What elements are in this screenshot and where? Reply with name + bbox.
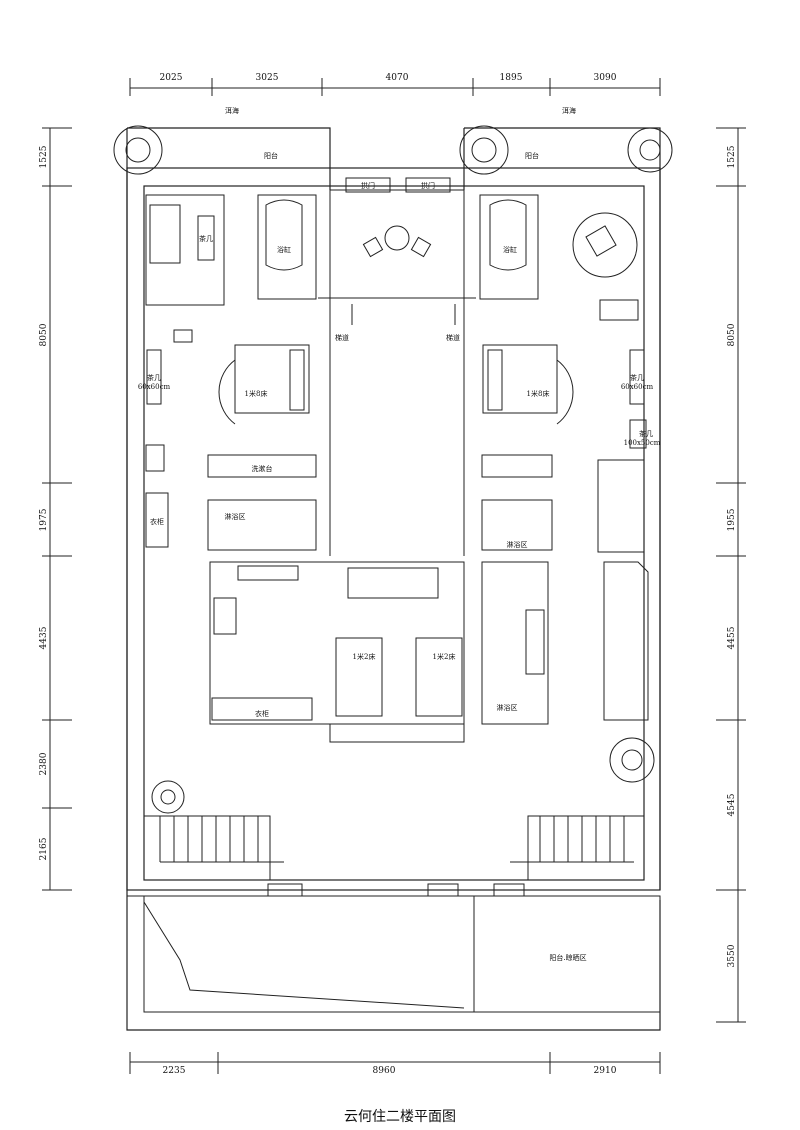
- label-small-item-right: 茶几: [639, 429, 653, 438]
- dim-bottom-3: 2910: [594, 1066, 617, 1076]
- label-stair-left: 梯道: [335, 333, 349, 342]
- right-corridor: [603, 561, 649, 721]
- dim-right-2: 8050: [727, 323, 737, 346]
- label-balcony-drying: 阳台.晾晒区: [549, 953, 586, 962]
- label-tea-table: 茶几: [199, 234, 213, 243]
- left-dimension-values: 1525 8050 1975 4435 2380 2165: [39, 145, 49, 860]
- label-small-tea-right-size: 60x60cm: [621, 383, 654, 391]
- label-small-tea-left: 茶几: [147, 373, 161, 382]
- room-labels: 洱海 洱海 阳台 阳台 拱门 拱门 茶几 浴缸 浴缸 梯道 梯道 1米8床 1米…: [138, 106, 661, 962]
- dim-left-5: 2380: [39, 752, 49, 775]
- outer-walls: [126, 127, 661, 1031]
- label-sea-left: 洱海: [225, 106, 239, 115]
- dim-left-4: 4435: [39, 626, 49, 649]
- top-dimension-line: [129, 78, 661, 96]
- dim-top-3: 4070: [386, 73, 409, 83]
- dim-right-1: 1525: [727, 145, 737, 168]
- label-balcony-right: 阳台: [525, 151, 539, 160]
- right-dimension-values: 1525 8050 1955 4455 4545 3550: [727, 145, 737, 967]
- label-small-item-right-size: 100x50cm: [624, 439, 661, 447]
- stairs-left: [143, 815, 284, 881]
- label-bed-twin-2: 1米2床: [433, 652, 456, 661]
- label-arch-door-1: 拱门: [361, 181, 375, 190]
- label-wardrobe-2: 衣柜: [255, 709, 269, 718]
- label-shower-1: 淋浴区: [225, 512, 246, 521]
- right-suite: [479, 194, 647, 553]
- bottom-dimension-values: 2235 8960 2910: [163, 1066, 617, 1076]
- bottom-terrace: [127, 895, 661, 1013]
- twin-room: [209, 561, 549, 743]
- label-shower-3: 淋浴区: [497, 703, 518, 712]
- dim-top-5: 3090: [594, 73, 617, 83]
- label-small-tea-left-size: 60x60cm: [138, 383, 171, 391]
- dim-top-1: 2025: [160, 73, 183, 83]
- dim-right-5: 4545: [727, 793, 737, 816]
- label-stair-right: 梯道: [446, 333, 460, 342]
- left-suite: [145, 194, 317, 551]
- dim-left-3: 1975: [39, 508, 49, 531]
- dim-bottom-1: 2235: [163, 1066, 186, 1076]
- label-bed-twin-1: 1米2床: [353, 652, 376, 661]
- bottom-dimension-line: [129, 1052, 661, 1074]
- dim-top-2: 3025: [256, 73, 279, 83]
- top-dimension-values: 2025 3025 4070 1895 3090: [160, 73, 617, 83]
- drawing-title: 云何住二楼平面图: [344, 1109, 456, 1125]
- label-sea-right: 洱海: [562, 106, 576, 115]
- dim-left-2: 8050: [39, 323, 49, 346]
- dim-bottom-2: 8960: [373, 1066, 396, 1076]
- right-dimension-line: [716, 127, 746, 1023]
- atrium: [318, 177, 476, 556]
- label-bathtub-left: 浴缸: [277, 245, 291, 254]
- dim-right-6: 3550: [727, 944, 737, 967]
- left-dimension-line: [42, 127, 72, 891]
- dim-left-1: 1525: [39, 145, 49, 168]
- floor-plan: 2025 3025 4070 1895 3090 2235 8960 2910 …: [39, 73, 746, 1076]
- label-shower-2: 淋浴区: [507, 540, 528, 549]
- dim-left-6: 2165: [39, 837, 49, 860]
- label-small-tea-right: 茶几: [630, 373, 644, 382]
- label-bed-left: 1米8床: [245, 389, 268, 398]
- label-washbasin: 洗漱台: [252, 464, 273, 473]
- label-bathtub-right: 浴缸: [503, 245, 517, 254]
- label-balcony-left: 阳台: [264, 151, 278, 160]
- tree-icons: [113, 125, 673, 814]
- label-arch-door-2: 拱门: [421, 181, 435, 190]
- label-wardrobe-1: 衣柜: [150, 517, 164, 526]
- label-bed-right: 1米8床: [527, 389, 550, 398]
- dim-right-4: 4455: [727, 626, 737, 649]
- stairs-right: [510, 815, 645, 881]
- dim-right-3: 1955: [727, 508, 737, 531]
- dim-top-4: 1895: [500, 73, 523, 83]
